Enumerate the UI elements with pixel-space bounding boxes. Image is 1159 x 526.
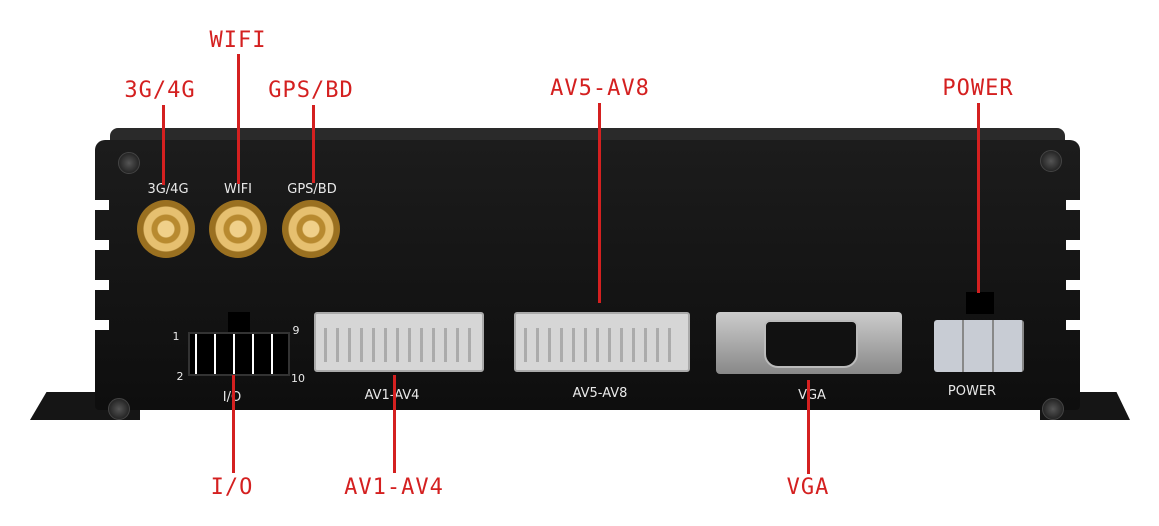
device-label-vga: VGA [798,388,826,403]
callout-line-power [977,103,980,293]
callout-line-io [232,375,235,473]
io-latch [228,312,250,334]
screw-icon [1040,150,1062,172]
av5-av8-connector [514,312,690,372]
pin-label-10: 10 [291,372,305,385]
heat-fin [1066,280,1080,290]
heat-fin [1066,240,1080,250]
heat-fin [1066,200,1080,210]
io-connector [188,332,290,376]
callout-3g4g: 3G/4G [124,78,196,103]
pin-label-2: 2 [176,370,184,383]
device-label-3g4g: 3G/4G [147,182,189,197]
callout-line-wifi [237,54,240,184]
heat-fin [95,320,109,330]
callout-line-gps [312,105,315,183]
av1-av4-connector [314,312,484,372]
antenna-connector-gps [282,200,340,258]
device-label-av5-av8: AV5-AV8 [572,386,628,401]
callout-gps: GPS/BD [268,78,354,103]
vga-plate [716,312,902,374]
antenna-connector-3g4g [137,200,195,258]
vga-port [764,320,858,368]
callout-line-av5-av8 [598,103,601,303]
callout-io: I/O [210,475,254,500]
power-connector [934,320,1024,372]
pin-label-1: 1 [172,330,180,343]
callout-av1-av4: AV1-AV4 [344,475,444,500]
callout-line-3g4g [162,105,165,185]
callout-av5-av8: AV5-AV8 [550,76,650,101]
callout-vga: VGA [786,475,830,500]
heat-fin [95,240,109,250]
callout-line-vga [807,380,810,474]
callout-wifi: WIFI [209,28,267,53]
screw-icon [118,152,140,174]
device-label-av1-av4: AV1-AV4 [364,388,420,403]
device-label-wifi: WIFI [224,182,252,197]
screw-icon [1042,398,1064,420]
callout-line-av1-av4 [393,375,396,473]
callout-power: POWER [942,76,1014,101]
heat-fin [95,200,109,210]
heat-fin [1066,320,1080,330]
device-label-gps: GPS/BD [287,182,337,197]
power-latch [966,292,994,314]
device-label-power: POWER [947,384,997,399]
pin-label-9: 9 [292,324,300,337]
antenna-connector-wifi [209,200,267,258]
heat-fin [95,280,109,290]
screw-icon [108,398,130,420]
